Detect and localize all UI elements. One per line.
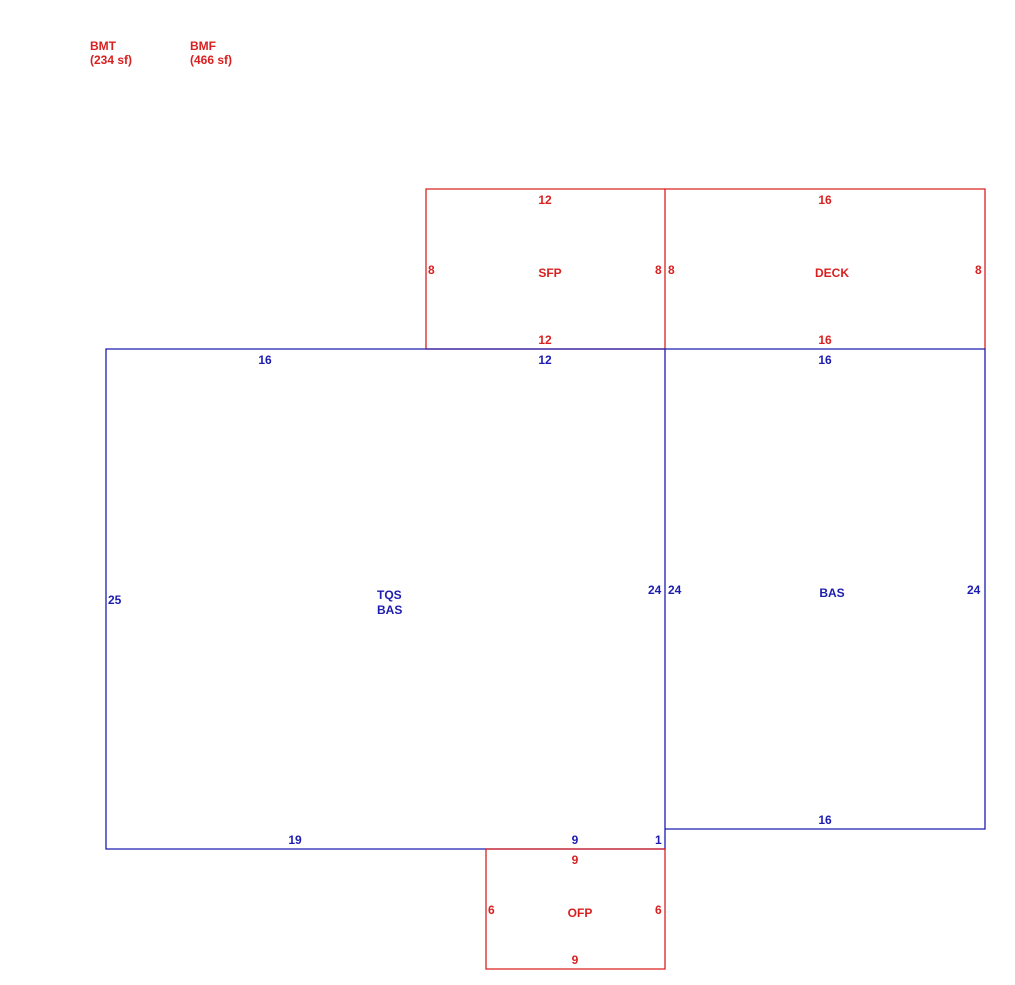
main-bottom-step-dim: 1 (655, 833, 662, 847)
bas-right-bottom-dim: 16 (818, 813, 832, 827)
legend-bmf-area: (466 sf) (190, 53, 233, 67)
sfp-bottom-dim: 12 (538, 333, 552, 347)
deck-right-dim: 8 (975, 263, 982, 277)
sfp-right-dim: 8 (655, 263, 662, 277)
deck-left-dim: 8 (668, 263, 675, 277)
main-left-dim: 25 (108, 593, 122, 607)
deck-top-dim: 16 (818, 193, 832, 207)
legend-bmf-code: BMF (190, 39, 216, 53)
sfp-left-dim: 8 (428, 263, 435, 277)
main-outline (105, 348, 666, 850)
legend-bmt-area: (234 sf) (90, 53, 133, 67)
main-top-left-dim: 16 (258, 353, 272, 367)
ofp-right-dim: 6 (655, 903, 662, 917)
main-right-dim: 24 (648, 583, 662, 597)
main-bottom-mid-dim: 9 (571, 833, 579, 847)
bas-right-right-dim: 24 (967, 583, 981, 597)
bas-right-outline (665, 348, 986, 830)
ofp-name: OFP (567, 906, 593, 920)
bas-right-top-dim: 16 (818, 353, 832, 367)
ofp-outline (485, 848, 666, 970)
ofp-left-dim: 6 (488, 903, 495, 917)
main-bottom-left-dim: 19 (288, 833, 302, 847)
ofp-top-dim: 9 (571, 853, 579, 867)
deck-name: DECK (814, 266, 850, 280)
sfp-top-dim: 12 (538, 193, 552, 207)
bas-right-name: BAS (819, 586, 845, 600)
main-top-right-dim: 12 (538, 353, 552, 367)
ofp-bottom-dim: 9 (571, 953, 579, 967)
sfp-name: SFP (538, 266, 562, 280)
bas-right-left-dim: 24 (668, 583, 682, 597)
deck-bottom-dim: 16 (818, 333, 832, 347)
main-name-line2: BAS (377, 603, 403, 617)
deck-outline (664, 188, 986, 349)
legend-bmt-code: BMT (90, 39, 116, 53)
main-name-line1: TQS (377, 588, 402, 602)
